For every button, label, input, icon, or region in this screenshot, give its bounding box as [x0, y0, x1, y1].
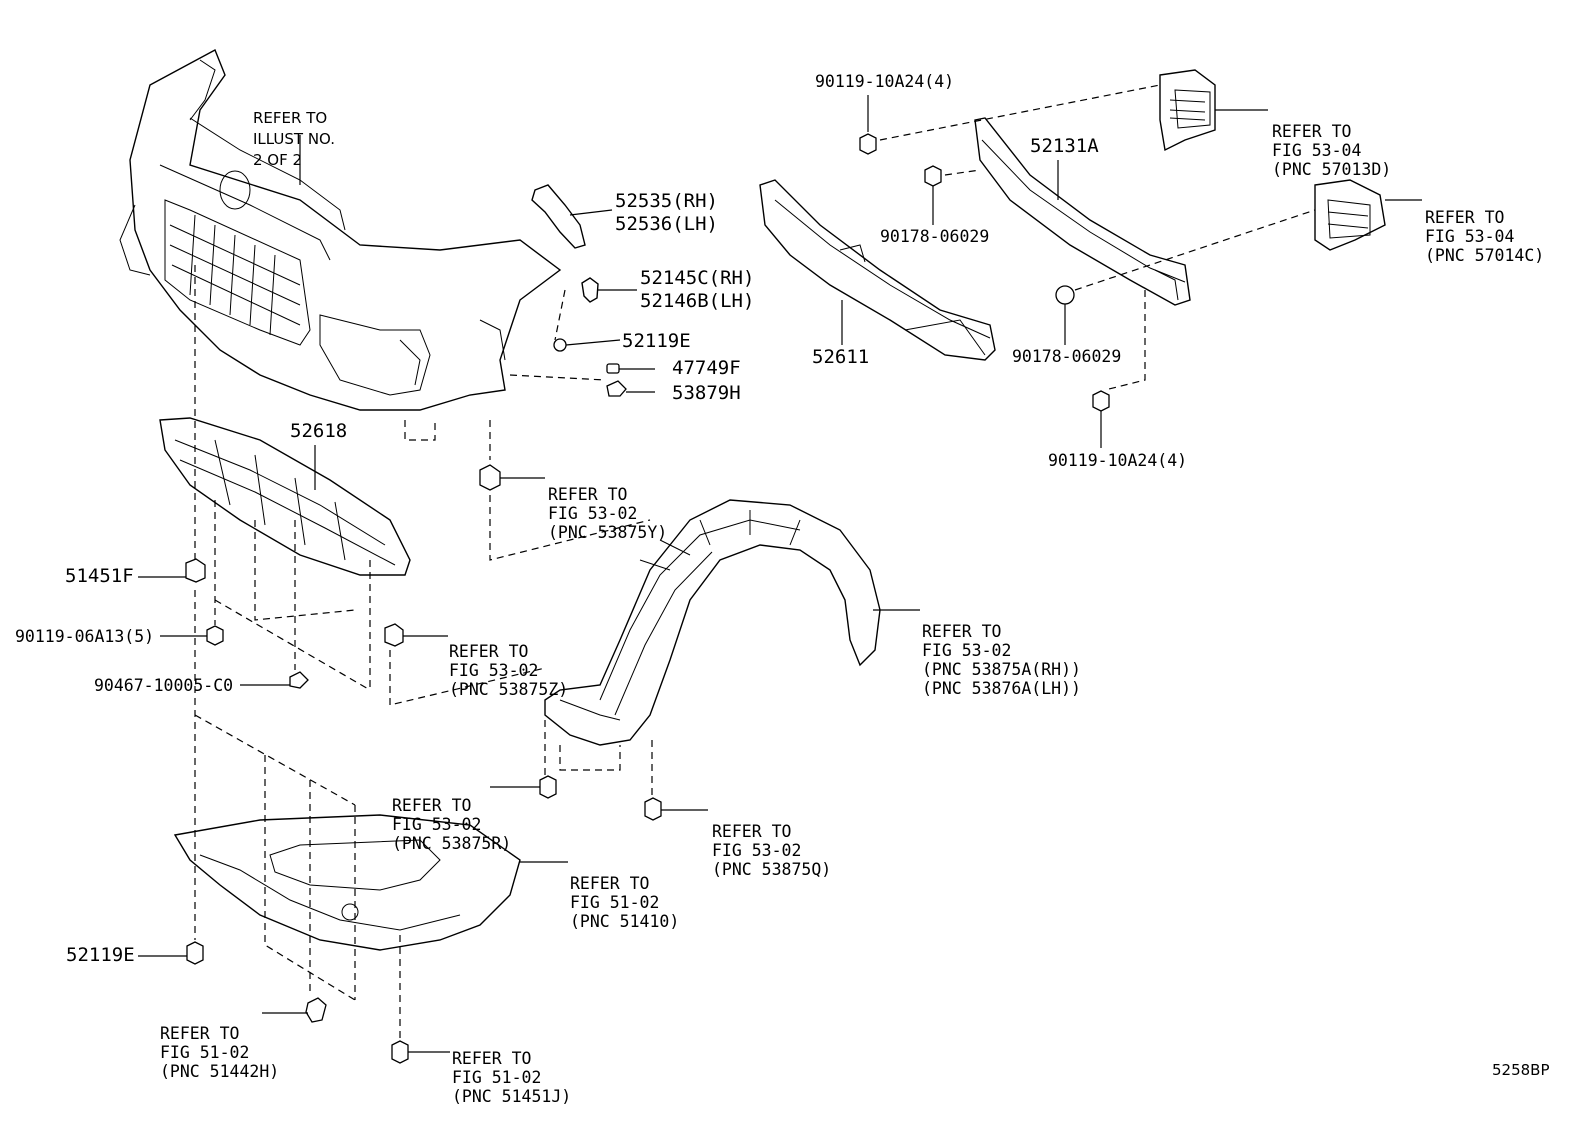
- leader-lines: [138, 95, 1422, 1053]
- label-90178-06029-a: 90178-06029: [880, 227, 990, 246]
- screw-53875r: [539, 775, 557, 799]
- nut-90178-b: [1055, 285, 1075, 305]
- label-90178-06029-b: 90178-06029: [1012, 347, 1122, 366]
- label-51451f: 51451F: [65, 565, 134, 587]
- under-cover: [173, 814, 521, 951]
- bolt-90119-top: [859, 133, 877, 155]
- label-47749f: 47749F: [672, 357, 741, 379]
- clip-47749f: [606, 363, 620, 374]
- label-90119-10a24-bottom: 90119-10A24(4): [1048, 451, 1188, 470]
- reinforcement-52131a: [974, 117, 1191, 306]
- clip-53875z: [384, 623, 404, 647]
- absorber-52611: [759, 179, 996, 361]
- clip-53875y: [479, 464, 501, 491]
- label-52535: 52535(RH)52536(LH): [615, 190, 718, 235]
- bolt-90119-bottom: [1092, 390, 1110, 412]
- bracket-57014c: [1314, 179, 1386, 251]
- screw-52119e-bottom: [186, 941, 204, 965]
- fender-liner: [544, 499, 881, 746]
- clip-51442h: [305, 997, 327, 1023]
- bumper-cover: [119, 49, 562, 411]
- lower-panel-52618: [159, 417, 411, 576]
- screw-51451j: [391, 1040, 409, 1064]
- label-90119-10a24-top: 90119-10A24(4): [815, 72, 955, 91]
- diagram-drawing: [119, 49, 1422, 1064]
- diagram-code: 5258BP: [1492, 1061, 1550, 1079]
- screw-52119e-top: [553, 338, 567, 352]
- label-52145c: 52145C(RH)52146B(LH): [640, 267, 755, 312]
- clip-52145c: [581, 277, 599, 303]
- bracket-52535: [531, 184, 586, 249]
- label-52119e-bottom: 52119E: [66, 944, 135, 966]
- label-90467: 90467-10005-C0: [94, 676, 234, 695]
- label-52611: 52611: [812, 346, 870, 368]
- screw-90119-06a13: [206, 625, 224, 646]
- label-52131a: 52131A: [1030, 135, 1099, 157]
- assembly-lines: [194, 84, 1316, 1040]
- clip-90467: [289, 671, 309, 689]
- label-52618: 52618: [290, 420, 348, 442]
- label-53879h: 53879H: [672, 382, 741, 404]
- screw-53875q: [644, 797, 662, 821]
- clip-53879h: [606, 380, 627, 397]
- bracket-57013d: [1159, 69, 1216, 152]
- label-52119e-top: 52119E: [622, 330, 691, 352]
- nut-90178-a: [924, 165, 942, 187]
- label-90119-06a13: 90119-06A13(5): [15, 627, 155, 646]
- clip-51451f: [185, 558, 206, 583]
